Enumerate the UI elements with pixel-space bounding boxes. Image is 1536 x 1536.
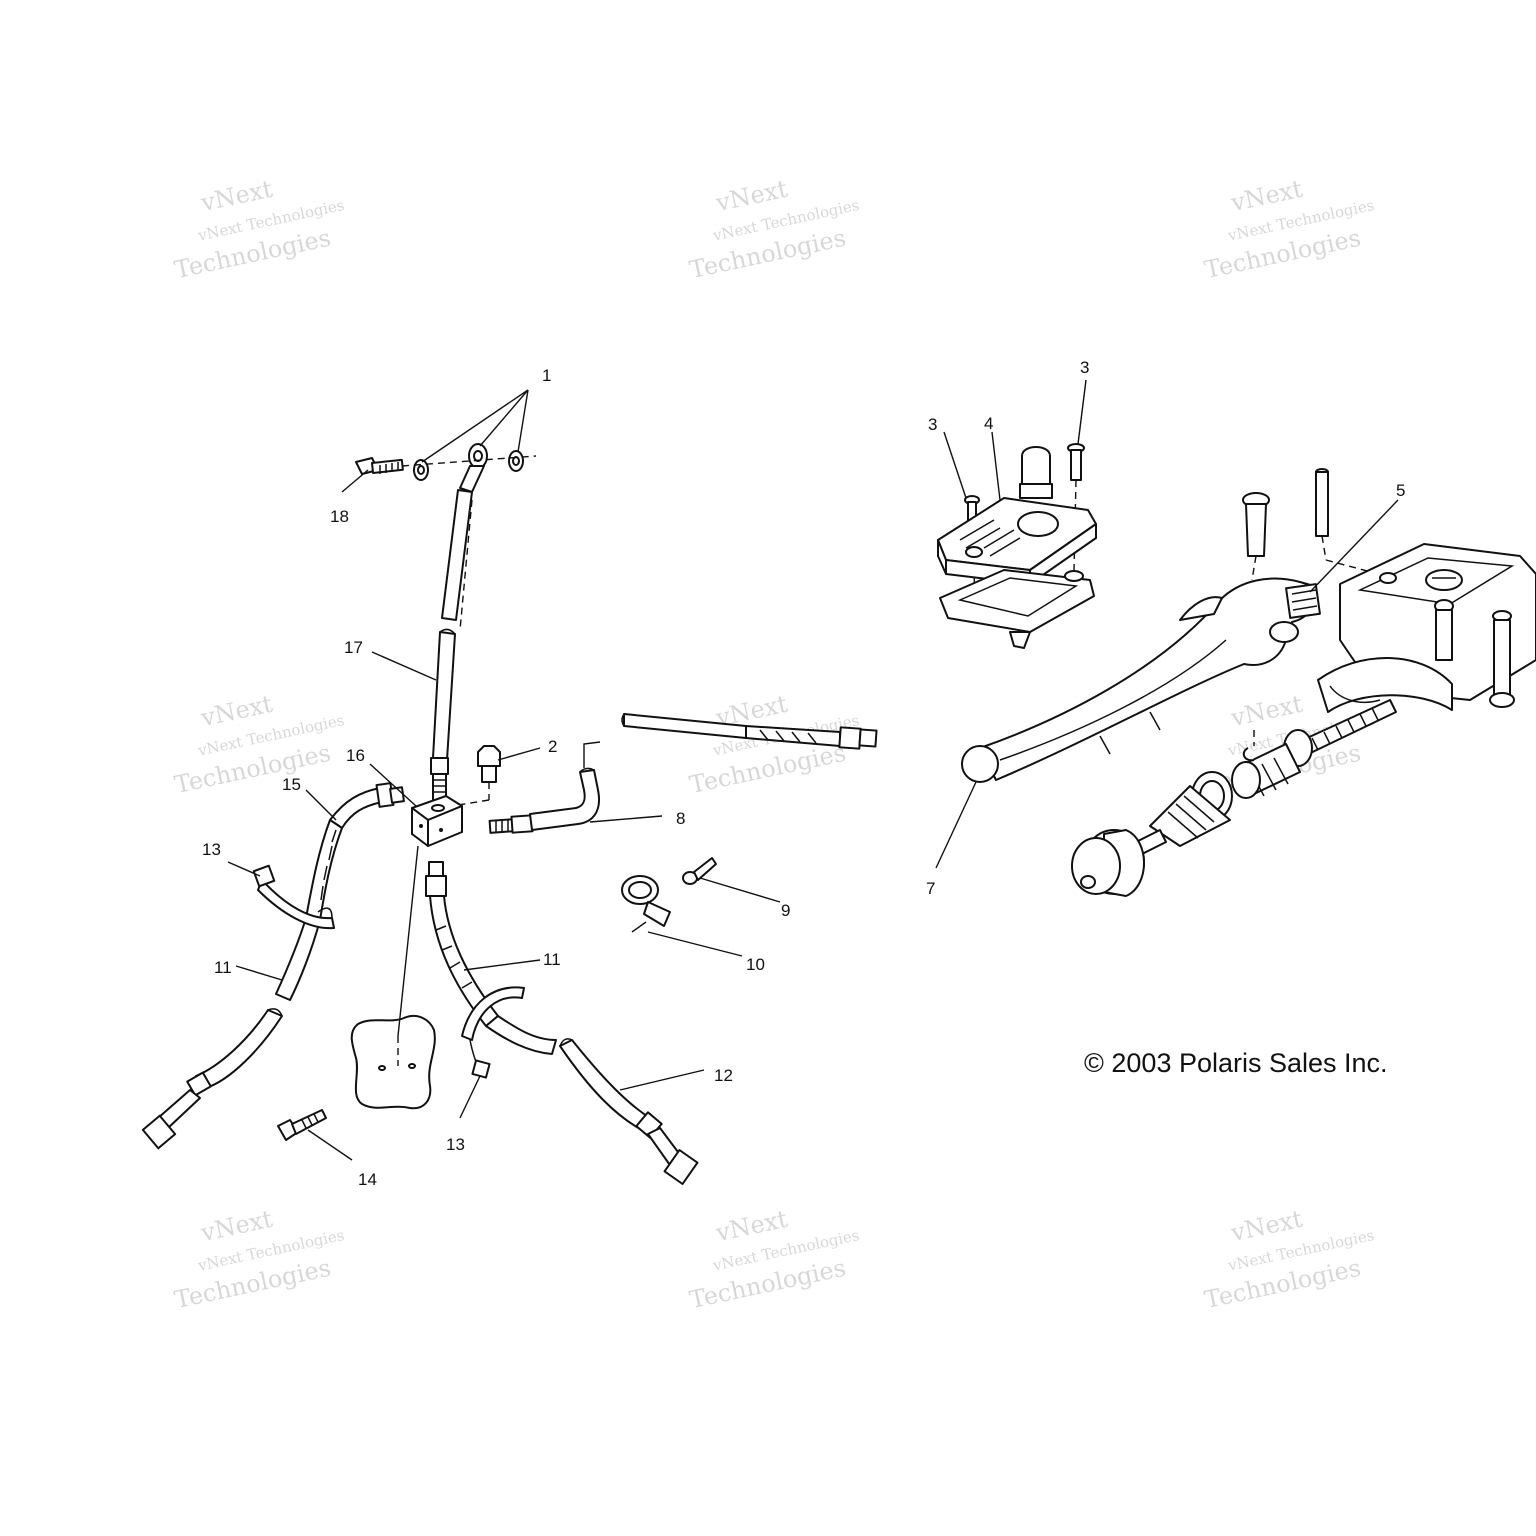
distribution-block	[411, 795, 463, 847]
callout-2: 2	[548, 737, 557, 756]
callout-3: 3	[1080, 358, 1089, 377]
mounting-bolt	[277, 1109, 327, 1141]
watermark: vNext vNext Technologies Technologies	[687, 1205, 861, 1314]
callout-8: 8	[676, 809, 685, 828]
mounting-plate	[350, 1014, 436, 1110]
washer	[413, 459, 429, 481]
callout-16: 16	[346, 746, 365, 765]
svg-text:vNext: vNext	[198, 1205, 276, 1248]
line-clip	[621, 875, 671, 927]
reservoir-plug	[1019, 446, 1053, 499]
watermark: vNext vNext Technologies Technologies	[687, 175, 861, 284]
clip-screw	[682, 857, 717, 885]
upper-brake-line	[430, 489, 473, 801]
copyright-notice: © 2003 Polaris Sales Inc.	[1084, 1048, 1388, 1078]
left-hose-lower	[141, 917, 321, 1150]
master-cylinder-body	[1317, 543, 1536, 713]
callout-17: 17	[344, 638, 363, 657]
retaining-ring	[1242, 730, 1255, 762]
callout-4: 4	[984, 414, 993, 433]
banjo-fitting	[459, 443, 488, 493]
lever-pivot-pin	[1242, 492, 1270, 581]
callout-14: 14	[358, 1170, 377, 1189]
watermark: vNext vNext Technologies Technologies	[1202, 175, 1376, 284]
push-rod	[1315, 468, 1387, 577]
left-hose-upper	[305, 782, 405, 921]
brake-line-assembly	[141, 443, 878, 1185]
reservoir-diaphragm	[939, 569, 1095, 649]
piston-cap	[1071, 829, 1145, 897]
left-hose-clamp	[252, 864, 335, 930]
callout-9: 9	[781, 901, 790, 920]
callout-11: 11	[214, 958, 232, 977]
callout-1: 1	[542, 366, 551, 385]
callout-7: 7	[926, 879, 935, 898]
callout-10: 10	[746, 955, 765, 974]
callout-13: 13	[202, 840, 221, 859]
cover-screw-right	[1067, 443, 1085, 571]
right-hose-clamp	[461, 986, 525, 1079]
banjo-bolt	[355, 457, 404, 475]
front-brake-line	[488, 713, 878, 834]
watermark: vNext vNext Technologies Technologies	[172, 175, 346, 284]
watermark: vNext vNext Technologies Technologies	[1202, 1205, 1376, 1314]
callout-12: 12	[714, 1066, 733, 1085]
right-hose-upper	[425, 861, 557, 1055]
watermark: vNext vNext Technologies Technologies	[172, 690, 346, 799]
callout-11: 11	[543, 950, 561, 969]
leader-lines	[227, 379, 1399, 1161]
washer	[508, 450, 524, 472]
callout-15: 15	[282, 775, 301, 794]
svg-text:vNext: vNext	[713, 1205, 791, 1248]
svg-text:vNext: vNext	[198, 690, 276, 733]
callout-3: 3	[928, 415, 937, 434]
callout-18: 18	[330, 507, 349, 526]
svg-text:vNext: vNext	[198, 175, 276, 218]
watermark: vNext vNext Technologies Technologies	[172, 1205, 346, 1314]
callout-labels: 1 2 3 3 4 5 7 8 9 10 11 11 12 13 13 14 1…	[202, 358, 1405, 1189]
svg-text:vNext: vNext	[1228, 690, 1306, 733]
rear-hose	[559, 1038, 699, 1185]
svg-text:vNext: vNext	[1228, 175, 1306, 218]
master-cylinder-assembly	[937, 443, 1536, 897]
svg-text:vNext: vNext	[1228, 1205, 1306, 1248]
callout-5: 5	[1396, 481, 1405, 500]
brake-switch	[1285, 583, 1321, 619]
svg-text:vNext: vNext	[713, 175, 791, 218]
piston-seal	[1231, 729, 1313, 799]
callout-13: 13	[446, 1135, 465, 1154]
